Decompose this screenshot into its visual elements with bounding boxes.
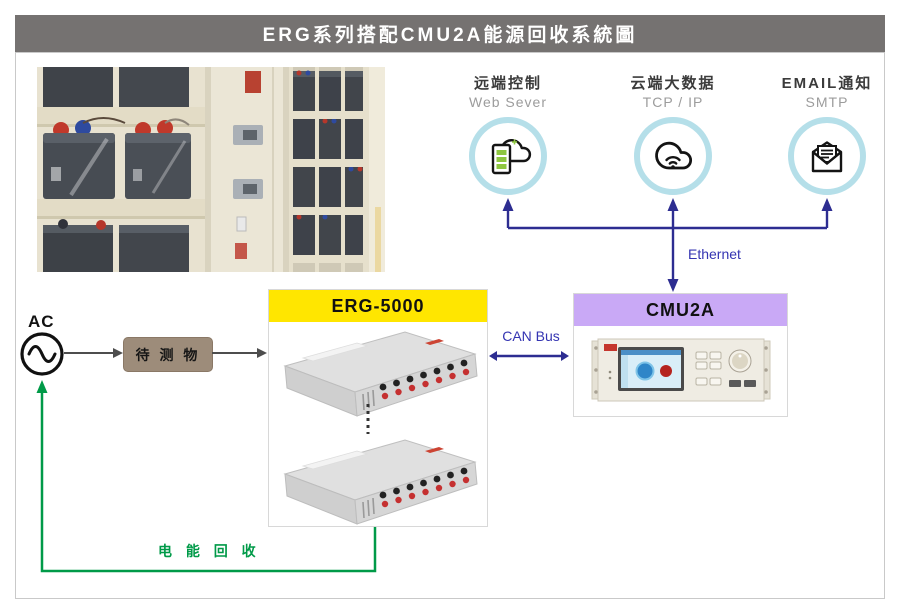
- node-circle: [634, 117, 712, 195]
- cloud-wifi-icon: [655, 141, 692, 170]
- node-title: 远端控制: [473, 75, 542, 92]
- cmu2a-label: CMU2A: [574, 294, 787, 326]
- cmu2a-device-image: [591, 338, 770, 402]
- email-icon: [811, 141, 843, 173]
- node-circle: [788, 117, 866, 195]
- device-under-test-box: 待 测 物: [123, 337, 213, 372]
- node-title: 云端大数据: [630, 75, 716, 92]
- node-circle: [469, 117, 547, 195]
- node-subtitle: Web Sever: [469, 94, 547, 110]
- node-subtitle: TCP / IP: [642, 94, 704, 110]
- erg-5000-box: ERG-5000: [268, 289, 488, 527]
- ethernet-label: Ethernet: [688, 246, 741, 262]
- cmu2a-body: [574, 326, 787, 402]
- erg-5000-label: ERG-5000: [269, 290, 487, 322]
- energy-recovery-label: 电 能 回 收: [158, 543, 261, 559]
- node-remote-control: 远端控制 Web Sever: [433, 72, 583, 195]
- cmu2a-box: CMU2A: [573, 293, 788, 417]
- battery-room-illustration: [37, 67, 385, 272]
- ac-label: AC: [28, 312, 55, 331]
- erg-unit-images: [284, 331, 478, 525]
- server-cloud-icon: [491, 138, 532, 175]
- node-cloud-bigdata: 云端大数据 TCP / IP: [598, 72, 748, 195]
- battery-room-photo: [37, 67, 385, 272]
- can-bus-label: CAN Bus: [502, 328, 560, 344]
- node-email-notify: EMAIL通知 SMTP: [752, 72, 900, 195]
- diagram-title: ERG系列搭配CMU2A能源回收系統圖: [15, 15, 885, 52]
- node-title: EMAIL通知: [781, 75, 873, 92]
- node-subtitle: SMTP: [805, 94, 849, 110]
